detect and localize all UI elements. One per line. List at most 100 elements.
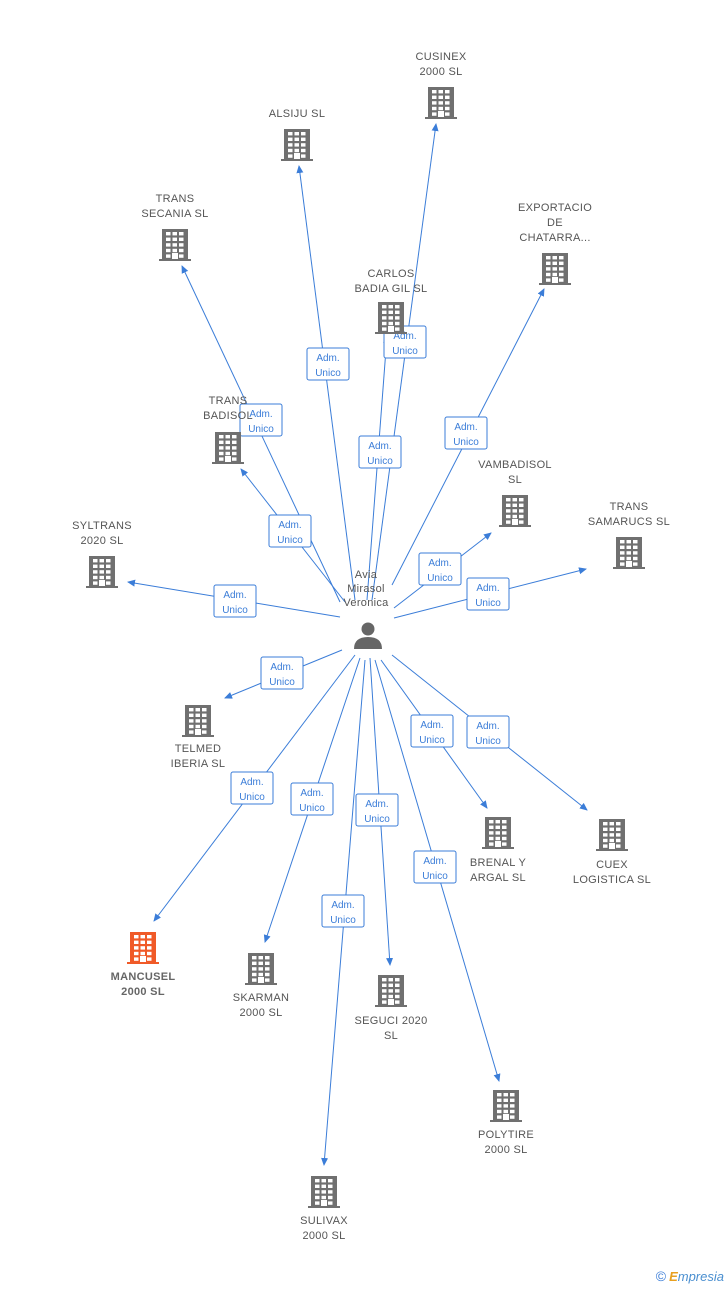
company-name-line: MANCUSEL (111, 971, 176, 983)
edge-label-exportacio: Adm. Unico (444, 416, 488, 450)
edge-label-trans-samarucs: Adm. Unico (466, 577, 510, 611)
company-node-sulivax[interactable]: SULIVAX 2000 SL (300, 1176, 348, 1242)
edge-label-text: Unico (392, 346, 418, 357)
edge-label-text: Adm. (476, 721, 499, 732)
edge-label-text: Unico (427, 573, 453, 584)
company-name-line: POLYTIRE (478, 1129, 534, 1141)
edge-label-text: Unico (419, 735, 445, 746)
building-icon (482, 817, 514, 849)
edge-label-text: Unico (269, 677, 295, 688)
edge-label-text: Adm. (223, 590, 246, 601)
edge-label-text: Unico (239, 792, 265, 803)
edge-label-text: Unico (364, 814, 390, 825)
edge-label-text: Adm. (240, 777, 263, 788)
edge-label-seguci: Adm.Unico (355, 793, 399, 827)
edge-label-text: Adm. (316, 353, 339, 364)
building-icon (281, 129, 313, 161)
edge-label-skarman: Adm.Unico (290, 782, 334, 816)
edge-label-text: Adm. (454, 422, 477, 433)
company-name-line: SL (384, 1030, 398, 1042)
edge-label-vambadisol: Adm. Unico (418, 552, 462, 586)
brand-logo-text: mpresia (677, 1269, 724, 1284)
edge-label-polytire: Adm.Unico (413, 850, 457, 884)
edge-label-syltrans: Adm.Unico (213, 584, 257, 618)
company-node-alsiju[interactable]: ALSIJU SL (269, 108, 326, 161)
person-name-line: Avia (355, 569, 378, 581)
company-name-line: TRANS (610, 501, 649, 513)
edge-label-text: Adm. (249, 409, 272, 420)
building-icon (613, 537, 645, 569)
edge-label-text: Adm. (368, 441, 391, 452)
company-node-mancusel[interactable]: MANCUSEL 2000 SL (111, 932, 176, 998)
building-icon (490, 1090, 522, 1122)
building-icon (159, 229, 191, 261)
edge-alsiju (296, 165, 356, 601)
brand-footer: ©Empresia (656, 1268, 724, 1284)
company-node-polytire[interactable]: POLYTIRE 2000 SL (478, 1090, 534, 1156)
company-node-carlos-badia[interactable]: CARLOS BADIA GIL SL (355, 268, 428, 334)
copyright-symbol: © (655, 1268, 667, 1284)
company-name-line: SULIVAX (300, 1215, 348, 1227)
building-icon (86, 556, 118, 588)
company-name-line: TELMED (175, 743, 221, 755)
person-icon (354, 622, 382, 649)
building-icon (375, 975, 407, 1007)
edge-label-trans-badisol: Adm.Unico (268, 514, 312, 548)
company-name-line: IBERIA SL (171, 758, 226, 770)
company-name-line: DE (547, 217, 563, 229)
edge-label-text: Adm. (331, 900, 354, 911)
edge-label-text: Adm. (270, 662, 293, 673)
edge-label-text: Unico (299, 803, 325, 814)
company-name-line: ALSIJU SL (269, 108, 326, 120)
building-icon (596, 819, 628, 851)
edge-label-mancusel: Adm. Unico (230, 771, 274, 805)
company-name-line: 2000 SL (302, 1230, 345, 1242)
person-name-line: Veronica (343, 597, 389, 609)
company-node-exportacio[interactable]: EXPORTACIODECHATARRA... (518, 202, 592, 285)
company-node-cuex[interactable]: CUEX LOGISTICA SL (573, 819, 651, 886)
company-name-line: 2020 SL (80, 535, 123, 547)
company-name-line: BADISOL (203, 410, 253, 422)
edge-label-text: Unico (330, 915, 356, 926)
company-name-line: CARLOS (367, 268, 414, 280)
company-name-line: 2000 SL (121, 986, 165, 998)
building-icon (212, 432, 244, 464)
company-name-line: ARGAL SL (470, 872, 526, 884)
company-name-line: SEGUCI 2020 (354, 1015, 427, 1027)
brand-logo-letter: E (669, 1269, 678, 1284)
edge-label-text: Unico (315, 368, 341, 379)
company-name-line: LOGISTICA SL (573, 874, 651, 886)
edge-label-text: Adm. (278, 520, 301, 531)
edge-label-carlos-badia: Adm.Unico (358, 435, 402, 469)
edge-label-text: Unico (475, 598, 501, 609)
edge-label-text: Adm. (476, 583, 499, 594)
company-node-trans-samarucs[interactable]: TRANS SAMARUCS SL (588, 501, 670, 569)
company-name-line: TRANS (156, 193, 195, 205)
company-name-line: CUSINEX (416, 51, 467, 63)
edge-cusinex (371, 123, 439, 601)
company-name-line: SAMARUCS SL (588, 516, 670, 528)
company-name-line: 2000 SL (484, 1144, 527, 1156)
edge-label-text: Unico (475, 736, 501, 747)
edge-label-text: Unico (453, 437, 479, 448)
edge-label-brenal: Adm.Unico (410, 714, 454, 748)
company-name-line: SL (508, 474, 522, 486)
building-icon (245, 953, 277, 985)
building-icon (499, 495, 531, 527)
edge-label-text: Adm. (428, 558, 451, 569)
company-name-line: CUEX (596, 859, 628, 871)
company-name-line: BADIA GIL SL (355, 283, 428, 295)
company-node-telmed[interactable]: TELMED IBERIA SL (171, 705, 226, 770)
edge-label-telmed: Adm. Unico (260, 656, 304, 690)
